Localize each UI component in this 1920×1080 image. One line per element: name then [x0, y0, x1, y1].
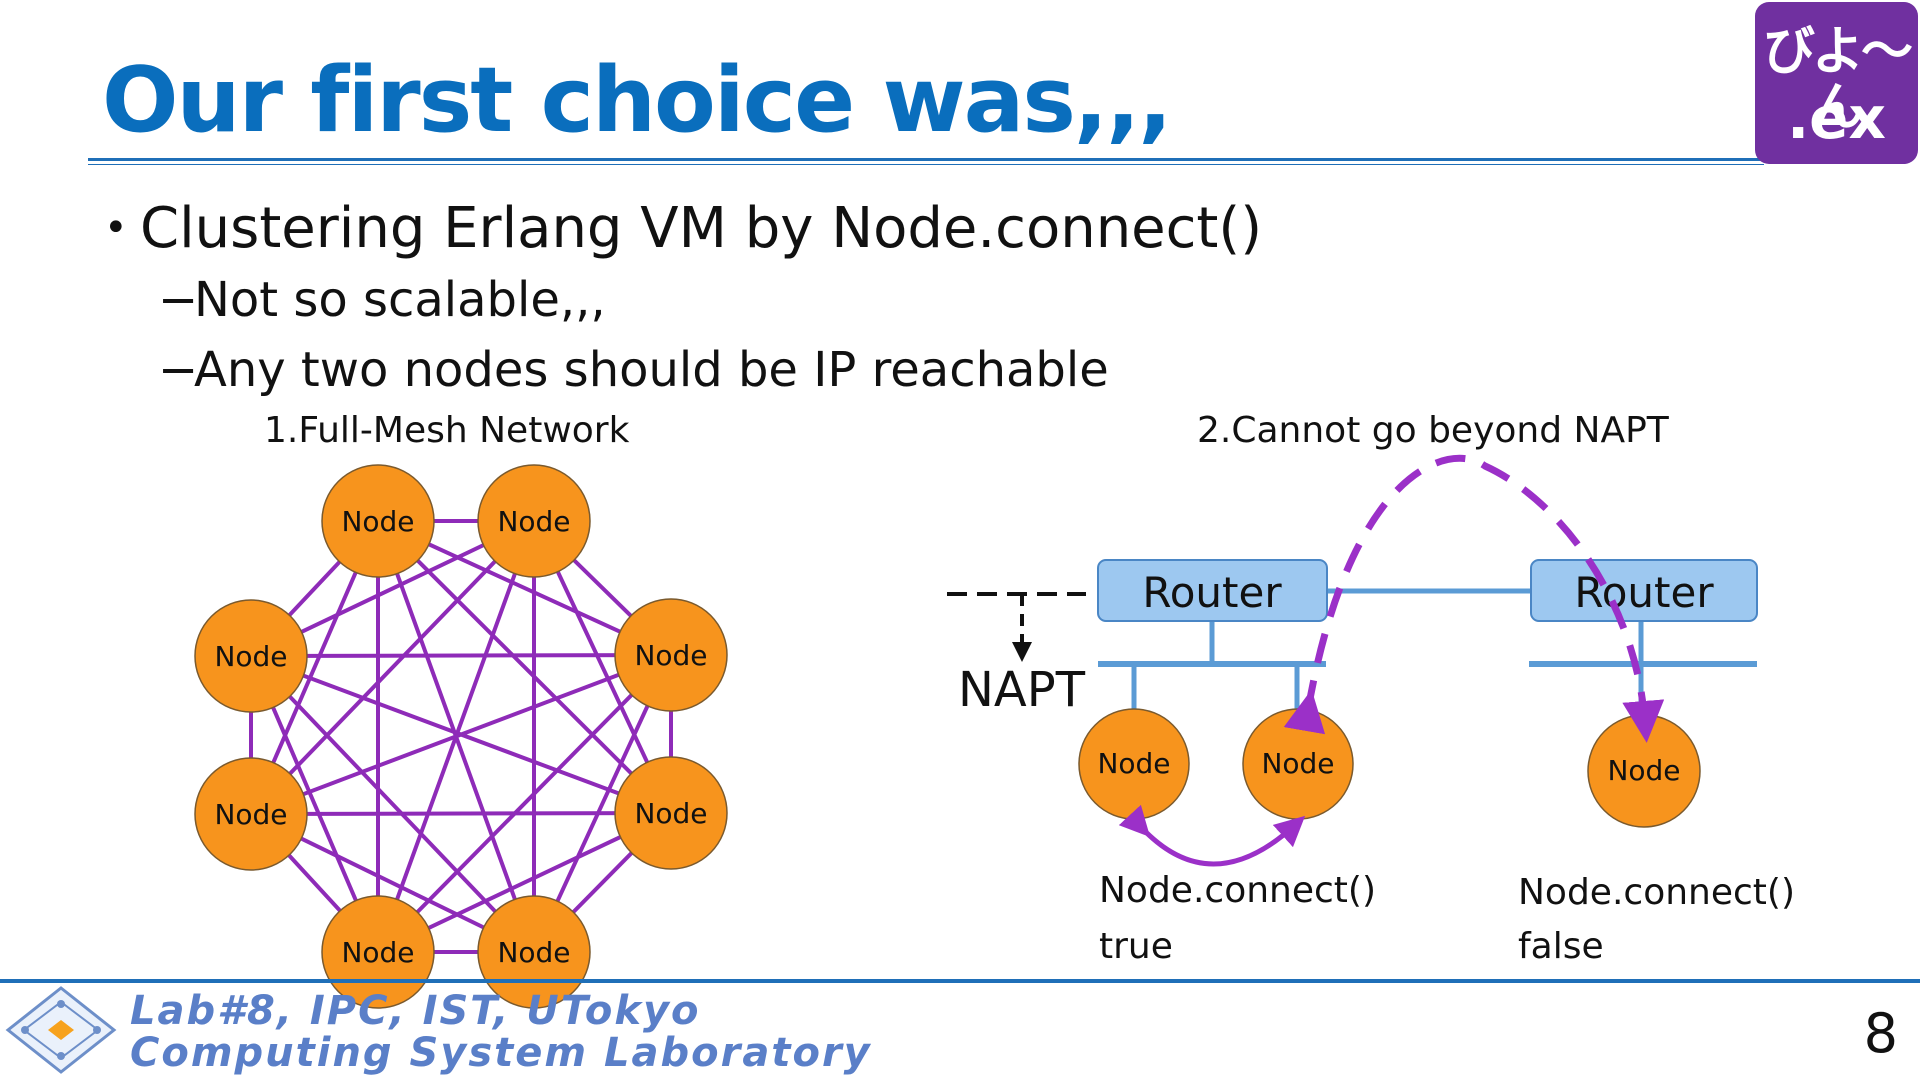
- mesh-node-2: [477, 464, 591, 578]
- diagram2-caption: 2.Cannot go beyond NAPT: [1197, 410, 1669, 451]
- page-number: 8: [1863, 1002, 1898, 1065]
- mesh-node-4: [614, 598, 728, 712]
- mesh-node-3-label: Node: [214, 640, 287, 673]
- logo-line1: びよ〜ん: [1762, 22, 1913, 138]
- mesh-node-3: [194, 599, 308, 713]
- napt-node-2-label: Node: [1261, 747, 1334, 780]
- mesh-node-1-label: Node: [341, 505, 414, 538]
- sub-bullet-1: −Not so scalable,,,: [158, 272, 606, 328]
- router-right: [1530, 559, 1758, 622]
- napt-label: NAPT: [958, 662, 1086, 718]
- title-underline: [88, 158, 1764, 161]
- mesh-link-21: [376, 653, 673, 954]
- result-true-value: true: [1099, 926, 1173, 967]
- logo: びよ〜ん .ex: [1755, 2, 1918, 164]
- lab-chip-icon: [5, 986, 117, 1074]
- bullet-dot-icon: •: [104, 205, 128, 251]
- mesh-link-19: [250, 653, 672, 816]
- sub-bullet-1-text: Not so scalable,,,: [194, 272, 606, 328]
- main-bullet-text: Clustering Erlang VM by Node.connect(): [140, 196, 1263, 261]
- mesh-node-5-label: Node: [214, 798, 287, 831]
- mesh-link-23: [250, 811, 672, 816]
- main-bullet: • Clustering Erlang VM by Node.connect(): [104, 196, 1262, 261]
- mesh-node-2-label: Node: [497, 505, 570, 538]
- napt-node-3-label: Node: [1607, 754, 1680, 787]
- result-false-value: false: [1518, 926, 1604, 967]
- router-left: [1097, 559, 1328, 622]
- connect-fail-arrow: [1283, 454, 1665, 743]
- dash-icon: −: [158, 272, 199, 328]
- mesh-node-5: [194, 757, 308, 871]
- mesh-node-4-label: Node: [634, 639, 707, 672]
- mesh-node-7-label: Node: [341, 936, 414, 969]
- logo-line2: .ex: [1787, 84, 1886, 152]
- footer-lab-line2: Computing System Laboratory: [130, 1030, 872, 1076]
- sub-bullet-2-text: Any two nodes should be IP reachable: [194, 342, 1109, 398]
- title-underline-thin: [88, 164, 1764, 165]
- mesh-node-8-label: Node: [497, 936, 570, 969]
- footer-lab-line1: Lab#8, IPC, IST, UTokyo: [130, 988, 701, 1034]
- dash-icon: −: [158, 342, 199, 398]
- diagram1-caption: 1.Full-Mesh Network: [264, 410, 630, 451]
- connect-success-arrow: [1118, 804, 1306, 867]
- sub-bullet-2: −Any two nodes should be IP reachable: [158, 342, 1109, 398]
- mesh-node-6-label: Node: [634, 797, 707, 830]
- mesh-link-18: [249, 654, 536, 954]
- mesh-link-14: [250, 653, 672, 658]
- router-left-label: Router: [1142, 568, 1282, 617]
- slide-title: Our first choice was,,,: [102, 48, 1172, 153]
- result-false-call: Node.connect(): [1518, 872, 1795, 913]
- footer-rule: [0, 979, 1920, 983]
- result-true-call: Node.connect(): [1099, 870, 1376, 911]
- mesh-node-6: [614, 756, 728, 870]
- mesh-node-1: [321, 464, 435, 578]
- napt-node-1-label: Node: [1097, 747, 1170, 780]
